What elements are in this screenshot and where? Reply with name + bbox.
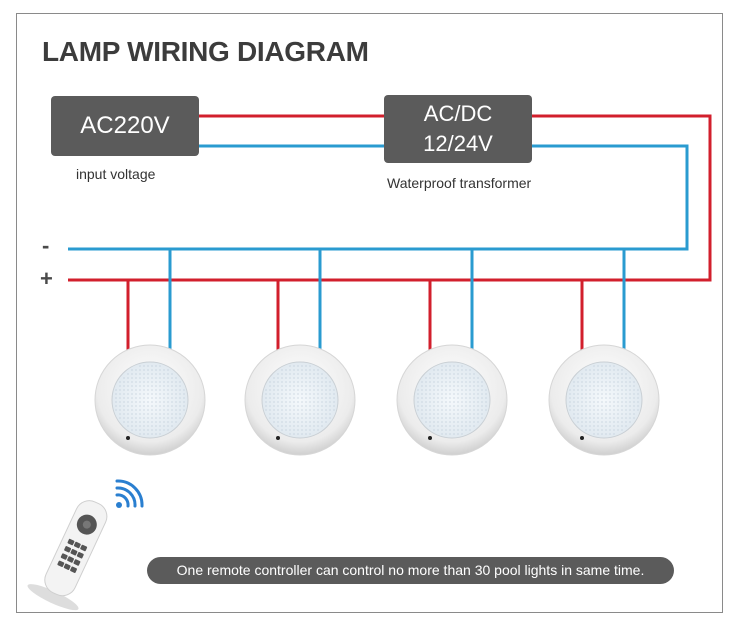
transformer-line2: 12/24V	[423, 131, 493, 156]
remote-controller-icon	[27, 500, 108, 611]
output-positive-wire	[68, 114, 712, 282]
diagram-frame	[16, 13, 723, 613]
positive-label: +	[40, 266, 53, 291]
pool-light-1	[94, 344, 206, 456]
pool-light-2	[244, 344, 356, 456]
negative-label: -	[42, 233, 50, 258]
remote-note: One remote controller can control no mor…	[147, 557, 674, 584]
lamp-drops	[126, 249, 626, 350]
pool-light-4	[548, 344, 660, 456]
transformer-box: AC/DC 12/24V	[384, 95, 532, 163]
output-negative-wire	[68, 144, 689, 251]
input-voltage-caption: input voltage	[76, 166, 156, 182]
transformer-line1: AC/DC	[423, 101, 493, 126]
ac220v-label: AC220V	[80, 112, 170, 139]
ac220v-input-box: AC220V	[51, 96, 199, 156]
pool-light-3	[396, 344, 508, 456]
transformer-caption: Waterproof transformer	[387, 175, 532, 191]
wireless-signal-icon	[115, 479, 144, 508]
diagram-title: LAMP WIRING DIAGRAM	[42, 36, 369, 67]
